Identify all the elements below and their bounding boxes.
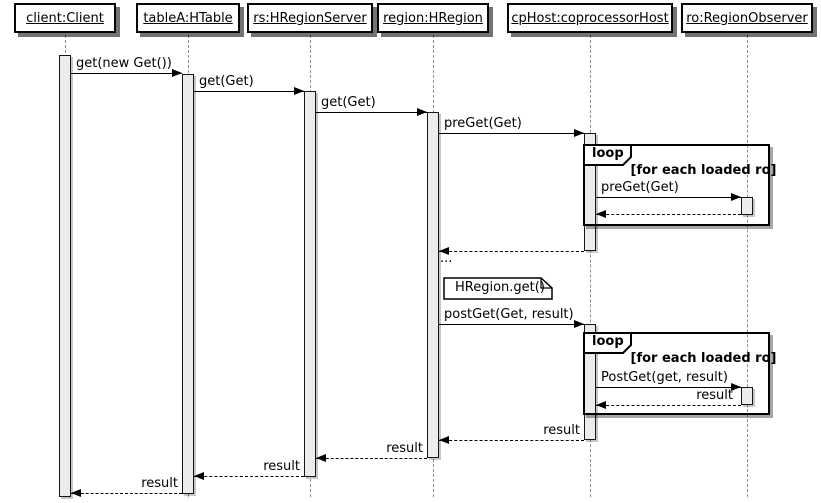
activation-regionobserver-post — [741, 387, 753, 405]
message-label: result — [263, 459, 300, 474]
participant-hregionserver-label: rs:HRegionServer — [253, 10, 367, 26]
loop-operator: loop — [592, 146, 624, 161]
message-label: postGet(Get, result) — [444, 307, 574, 322]
arrowhead-icon — [731, 193, 741, 201]
message-label: result — [386, 441, 423, 456]
arrowhead-icon — [731, 383, 741, 391]
participant-regionobserver-label: ro:RegionObserver — [686, 10, 808, 26]
message-line — [316, 112, 427, 113]
message-line — [71, 493, 182, 494]
arrowhead-icon — [172, 69, 182, 77]
message-line — [439, 251, 584, 252]
message-line — [439, 133, 584, 134]
arrowhead-icon — [194, 472, 204, 480]
message-line — [194, 91, 304, 92]
loop-operator: loop — [592, 334, 624, 349]
message-line — [316, 458, 427, 459]
participant-client-label: client:Client — [26, 10, 104, 26]
message-label: preGet(Get) — [444, 116, 522, 131]
note-text: HRegion.get() — [455, 280, 545, 295]
message-line — [194, 476, 304, 477]
activation-hregionserver — [304, 91, 316, 477]
message-label: result — [543, 423, 580, 438]
message-label: preGet(Get) — [601, 180, 679, 195]
arrowhead-icon — [316, 454, 326, 462]
participant-hregionserver: rs:HRegionServer — [247, 3, 373, 33]
message-line — [439, 324, 584, 325]
arrowhead-icon — [574, 320, 584, 328]
loop-fragment-postget: loop [for each loaded ro] — [583, 332, 776, 415]
participant-coprocessorhost-label: cpHost:coprocessorHost — [511, 10, 669, 26]
loop-guard: [for each loaded ro] — [630, 351, 777, 366]
participant-hregion-label: region:HRegion — [383, 10, 483, 26]
message-line — [596, 214, 741, 215]
loop-tab-icon — [583, 332, 632, 354]
message-line — [439, 440, 584, 441]
message-line — [596, 197, 741, 198]
arrowhead-icon — [596, 210, 606, 218]
loop-guard: [for each loaded ro] — [630, 163, 777, 178]
arrowhead-icon — [596, 401, 606, 409]
arrowhead-icon — [439, 436, 449, 444]
message-label: result — [141, 476, 178, 491]
note-shape-icon — [443, 277, 553, 300]
message-line — [596, 387, 741, 388]
participant-regionobserver: ro:RegionObserver — [681, 3, 813, 33]
loop-tab-icon — [583, 144, 632, 166]
arrowhead-icon — [71, 489, 81, 497]
activation-hregion — [427, 112, 439, 458]
activation-client — [59, 55, 71, 497]
activation-htable — [182, 74, 194, 494]
arrowhead-icon — [574, 129, 584, 137]
message-label: result — [696, 388, 733, 403]
participant-htable-label: tableA:HTable — [143, 10, 233, 26]
participant-hregion: region:HRegion — [377, 3, 489, 33]
activation-regionobserver-pre — [741, 197, 753, 215]
participant-htable: tableA:HTable — [136, 3, 240, 33]
message-line — [596, 405, 741, 406]
message-label: get(Get) — [321, 95, 376, 110]
lifeline-regionobserver — [747, 35, 748, 497]
message-label: get(new Get()) — [76, 56, 172, 71]
participant-client: client:Client — [14, 3, 116, 33]
message-label: PostGet(get, result) — [601, 370, 728, 385]
participant-coprocessorhost: cpHost:coprocessorHost — [507, 3, 673, 33]
loop-fragment-preget: loop [for each loaded ro] — [583, 144, 776, 226]
ellipsis-label: ... — [440, 251, 453, 266]
arrowhead-icon — [417, 108, 427, 116]
message-line — [71, 73, 182, 74]
arrowhead-icon — [439, 247, 449, 255]
note-hregion-get: HRegion.get() — [443, 277, 553, 300]
lifeline-coprocessorhost — [590, 35, 591, 497]
arrowhead-icon — [294, 87, 304, 95]
message-label: get(Get) — [199, 74, 254, 89]
